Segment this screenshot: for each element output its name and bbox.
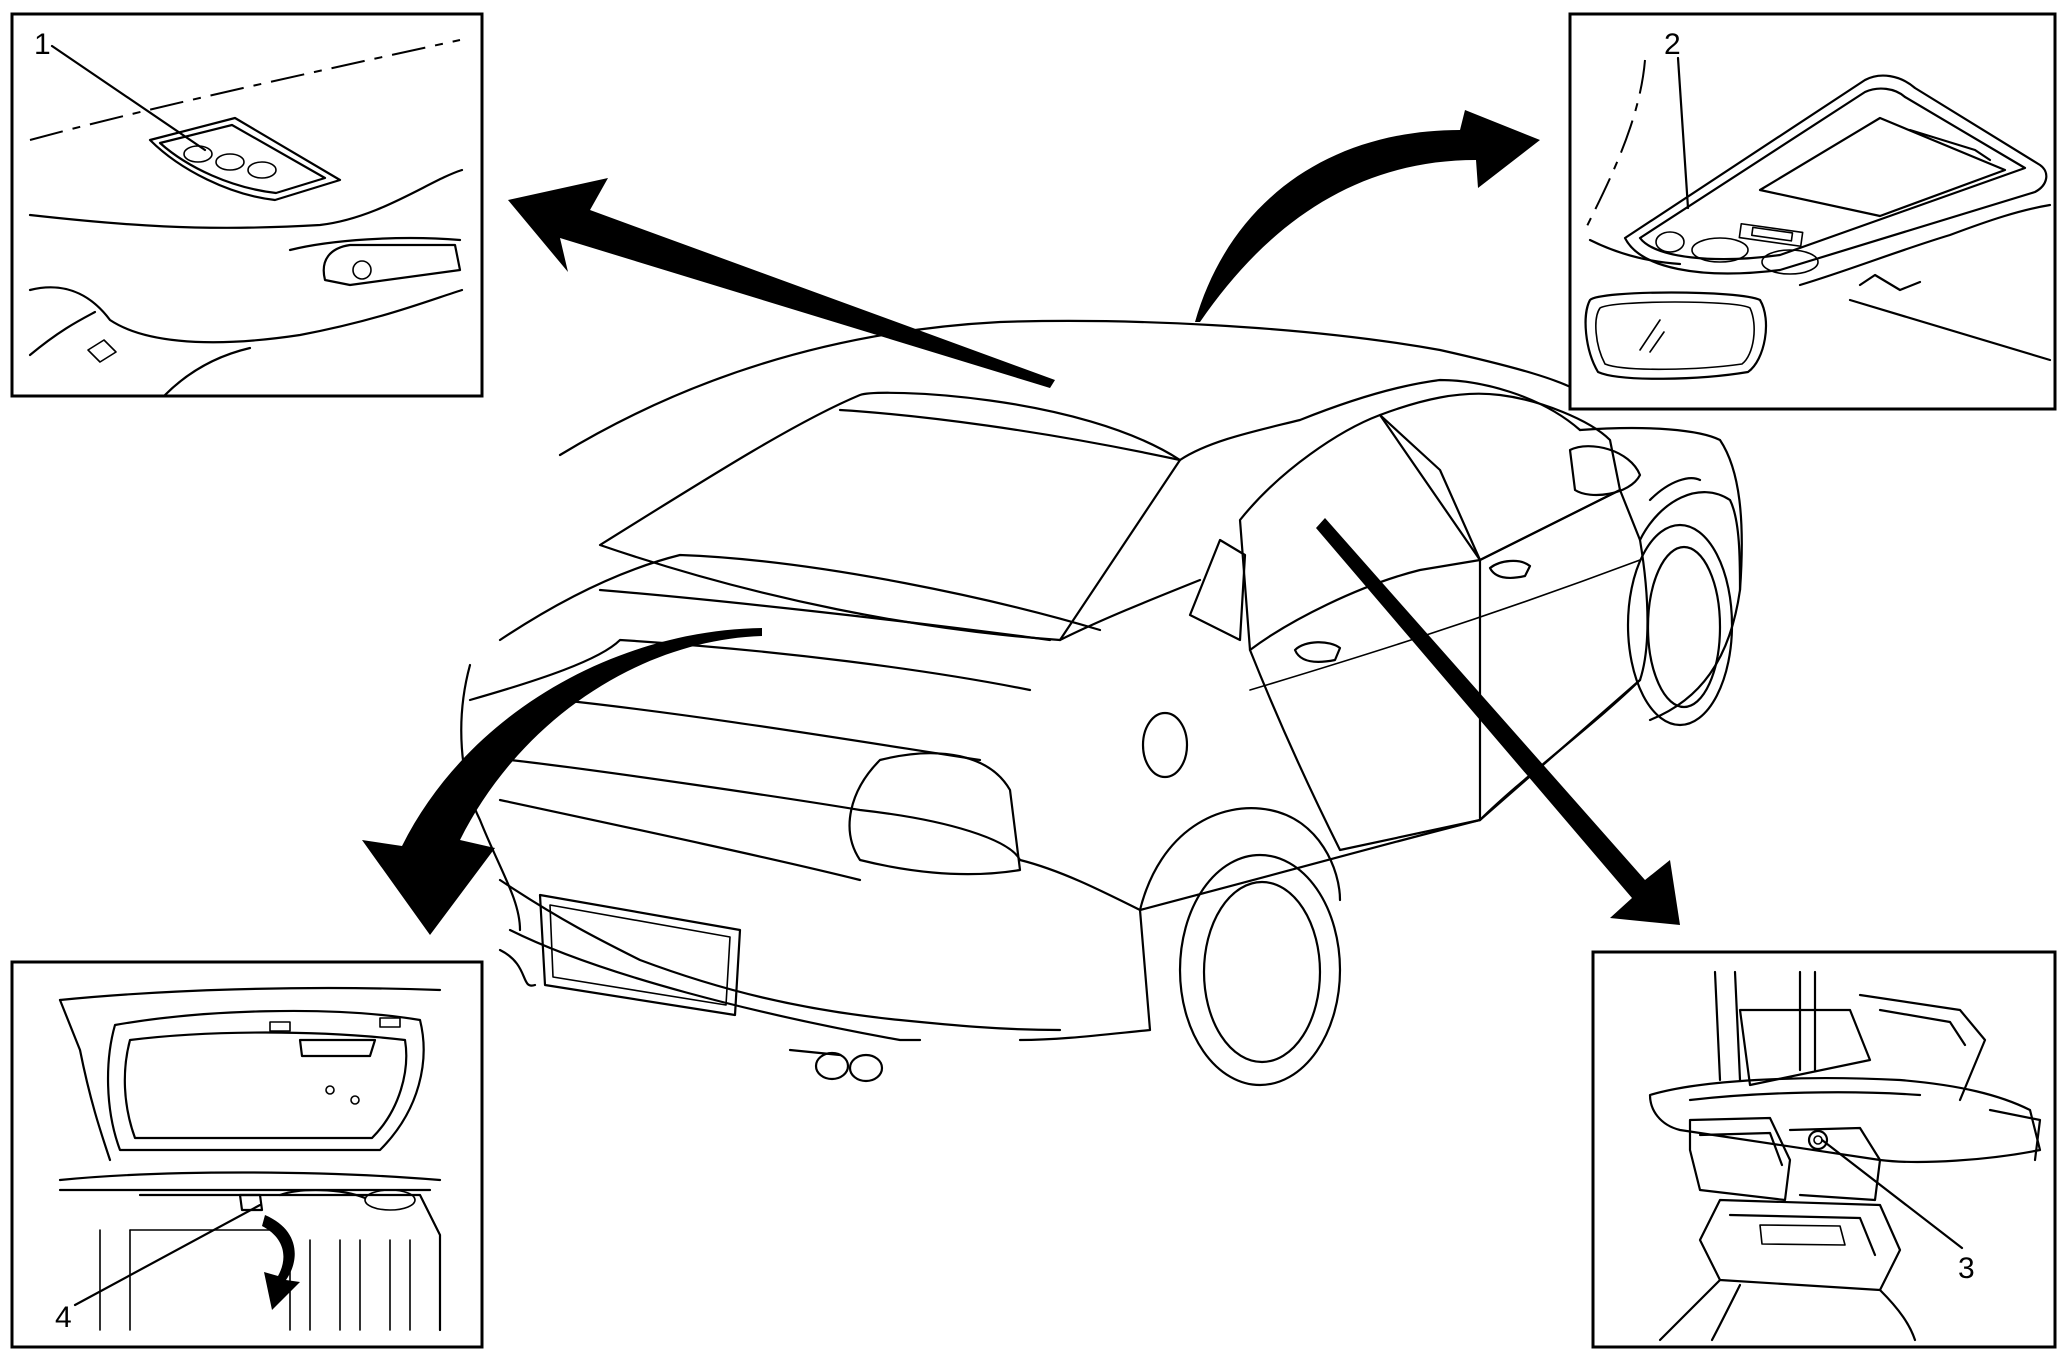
leader-line-2 — [1676, 56, 1690, 210]
leader-line-1 — [50, 44, 207, 152]
vehicle-outline — [460, 319, 1743, 1087]
inset-trunk-lamp: 4 — [10, 960, 484, 1349]
inset-dome-lamp: 1 — [10, 12, 484, 398]
arrow-to-overhead-console-inset — [1195, 110, 1540, 322]
leader-line-4 — [73, 1203, 262, 1307]
inset-console-connector: 3 — [1591, 950, 2057, 1349]
callout-2: 2 — [1664, 28, 1681, 61]
inset-frame — [10, 12, 484, 398]
inset-frame — [10, 960, 484, 1349]
callout-3: 3 — [1958, 1252, 1975, 1285]
arrow-to-dome-lamp-inset — [508, 178, 1055, 388]
callout-1: 1 — [34, 28, 51, 61]
inset-overhead-console: 2 — [1568, 12, 2057, 411]
inset-frame — [1591, 950, 2057, 1349]
arrow-to-trunk-lamp-inset — [362, 628, 762, 935]
pointer-arrows — [362, 110, 1680, 935]
callout-4: 4 — [55, 1301, 72, 1334]
arrow-to-console-connector-inset — [1316, 518, 1680, 925]
leader-line-3 — [1820, 1138, 1964, 1250]
